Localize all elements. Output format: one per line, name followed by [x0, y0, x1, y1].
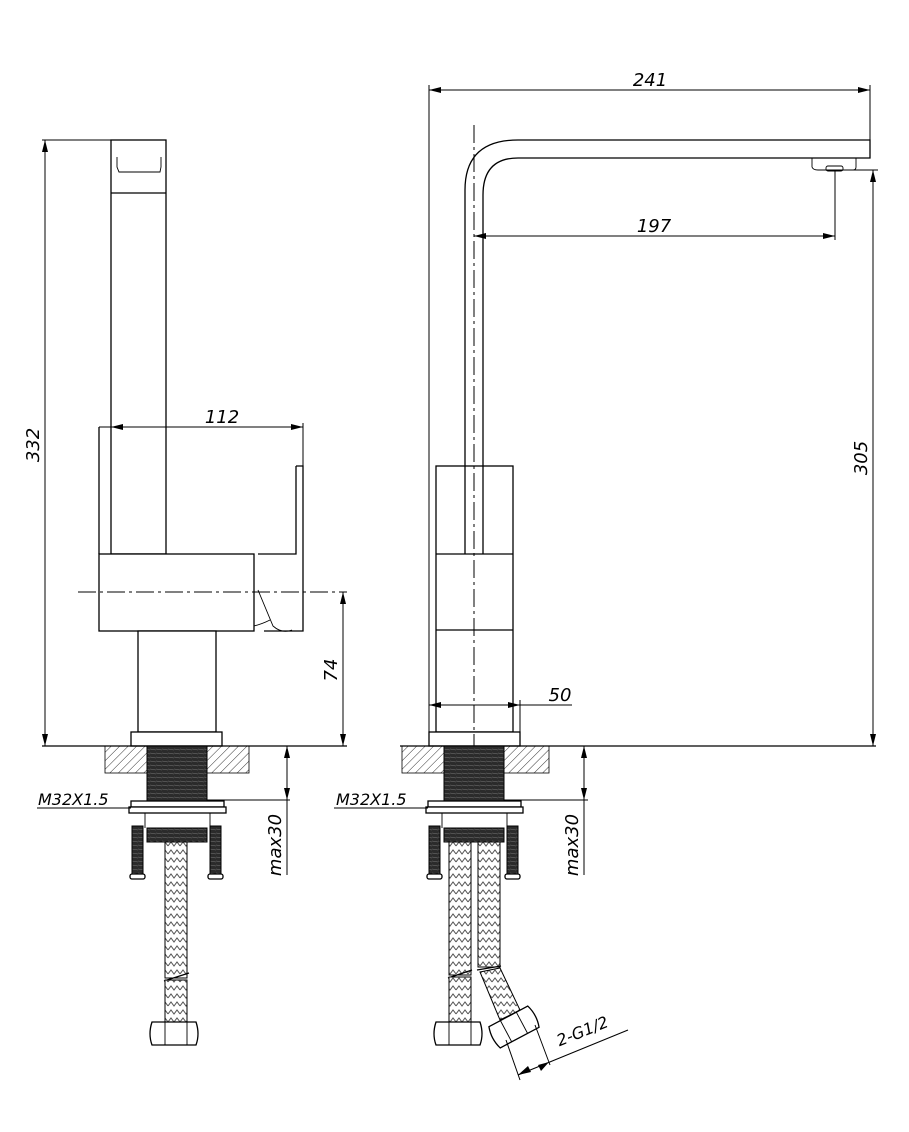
hose-nut-left — [433, 1021, 483, 1046]
thread-label-side: M32X1.5 — [38, 790, 109, 809]
dim-max-deck-front: max30 — [562, 814, 583, 876]
dim-outlet-height: 305 — [851, 441, 872, 475]
dim-base-width: 50 — [549, 685, 572, 706]
spout-tube — [464, 139, 871, 466]
dim-total-height: 332 — [23, 428, 44, 462]
dim-max-deck: max30 — [265, 814, 286, 876]
dim-handle-height: 74 — [321, 659, 342, 682]
dim-spout-reach: 197 — [637, 216, 672, 237]
hose-nut-side — [149, 1021, 199, 1046]
dim-overall-width: 241 — [633, 70, 667, 91]
side-view: 332 112 74 max30 M32X1.5 — [23, 139, 347, 1046]
hose-nut-right — [488, 1005, 540, 1049]
spout-column — [110, 139, 167, 555]
front-view: 2-G1/2 241 197 305 50 max30 M3 — [334, 70, 878, 1081]
dim-body-depth: 112 — [205, 407, 239, 428]
thread-label-front: M32X1.5 — [336, 790, 407, 809]
dim-hose-connection: 2-G1/2 — [554, 1012, 611, 1050]
